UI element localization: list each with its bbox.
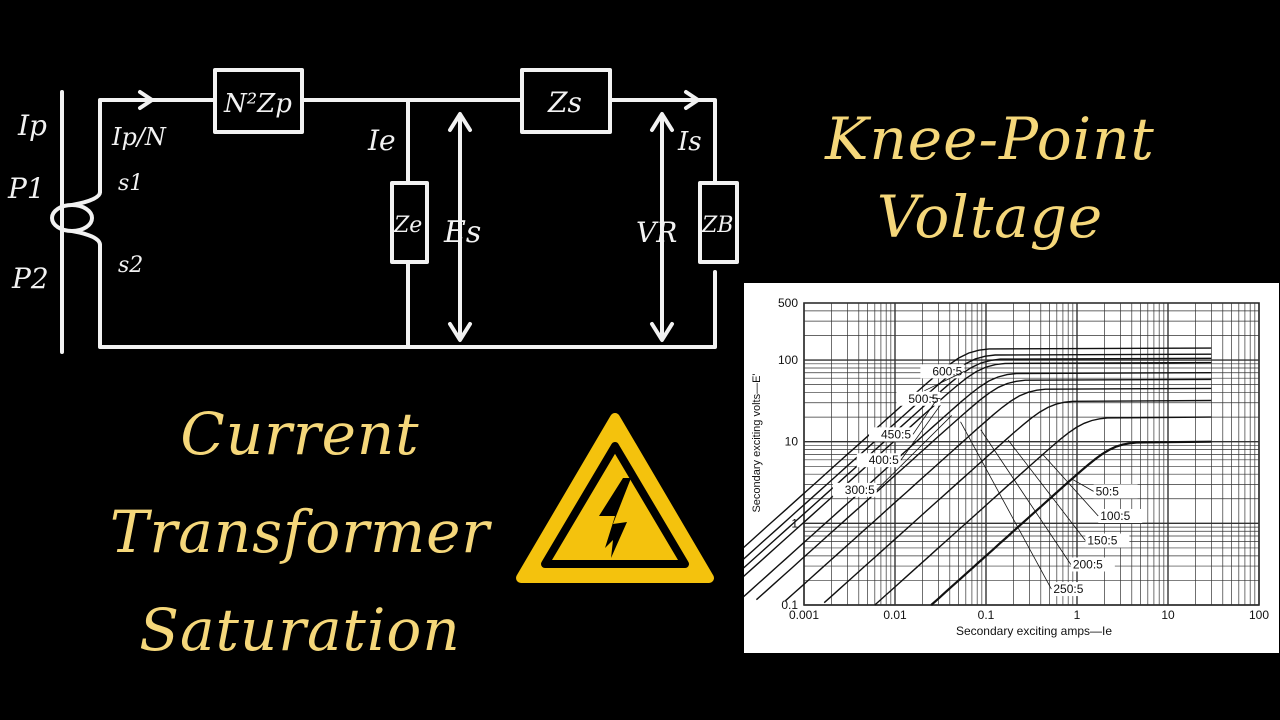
curve-label-bg (1085, 533, 1130, 548)
ct-saturation-title: Current Transformer Saturation (90, 385, 510, 679)
curve-label-bg (832, 482, 877, 497)
vr-arrow (650, 112, 674, 342)
curve-label-bg (869, 427, 914, 442)
zs-label: Zs (547, 86, 582, 119)
wire-top-left (98, 98, 217, 194)
chart-x-axis-label: Secondary exciting amps—Ie (956, 624, 1112, 638)
ct-coil (50, 190, 102, 247)
curve-label-leader (930, 396, 941, 400)
y-tick-label: 0.1 (781, 598, 798, 612)
y-tick-label: 100 (778, 353, 798, 367)
curve-label-leader (876, 415, 952, 491)
ze-impedance (390, 181, 429, 264)
curve-label-100-5: 100:5 (1100, 509, 1130, 523)
x-tick-label: 1 (1074, 608, 1081, 622)
wire-top-right (608, 98, 717, 185)
curve-150-5 (823, 399, 1212, 604)
curve-label-leader (1007, 439, 1086, 541)
is-arrow (658, 90, 700, 110)
p2-label: P2 (11, 262, 49, 295)
curve-label-bg (1093, 484, 1138, 499)
ct-title-line1: Current (180, 400, 420, 468)
ip-arrow (110, 90, 154, 110)
p1-label: P1 (7, 172, 45, 205)
high-voltage-warning-icon (516, 413, 714, 583)
s1-label: s1 (118, 171, 143, 196)
knee-point-title: Knee-Point Voltage (790, 100, 1190, 256)
curve-label-leader (924, 370, 965, 392)
curve-label-bg (920, 364, 965, 379)
zs-impedance (520, 68, 612, 134)
ie-label: Ie (367, 124, 396, 157)
curve-label-bg (856, 453, 901, 468)
curve-label-leader (980, 429, 1072, 565)
zb-label: ZB (701, 213, 733, 238)
y-tick-label: 1 (791, 516, 798, 530)
curve-label-leader (912, 400, 937, 435)
knee-title-line2: Voltage (876, 183, 1104, 251)
knee-title-line1: Knee-Point (825, 105, 1155, 173)
ct-title-line2: Transformer (109, 498, 491, 566)
curve-label-leader (900, 404, 941, 461)
zb-impedance (698, 181, 739, 264)
chart-y-axis-label: Secondary exciting volts—E' (751, 373, 763, 512)
chart-svg: 600:5500:5450:5400:5300:5250:5200:5150:5… (685, 296, 1269, 638)
es-label: Es (443, 215, 481, 250)
ze-label: Ze (393, 213, 422, 238)
curve-label-200-5: 200:5 (1073, 557, 1103, 571)
curve-50-5 (930, 440, 1212, 606)
curve-label-600-5: 600:5 (932, 364, 962, 378)
curve-label-500-5: 500:5 (908, 392, 938, 406)
x-tick-label: 0.1 (978, 608, 995, 622)
curve-300-5 (739, 372, 1212, 601)
curve-label-leader (960, 421, 1052, 590)
curve-label-300-5: 300:5 (845, 483, 875, 497)
curve-label-400-5: 400:5 (869, 453, 899, 467)
y-tick-label: 10 (785, 435, 799, 449)
curve-label-250-5: 250:5 (1053, 582, 1083, 596)
curve-100-5 (874, 416, 1212, 606)
es-arrow (448, 112, 472, 342)
curve-200-5 (784, 387, 1212, 602)
x-tick-label: 0.001 (789, 608, 819, 622)
ip-over-n-label: Ip/N (111, 123, 167, 151)
curve-label-leader (1071, 478, 1094, 492)
curve-label-leader (1042, 454, 1099, 517)
x-tick-label: 100 (1249, 608, 1269, 622)
ip-label: Ip (17, 109, 47, 142)
circuit-diagram: Ip P1 P2 Ip/N s1 s2 N²Zp Zs Ie Ze Es Is … (7, 68, 739, 354)
y-tick-label: 500 (778, 296, 798, 310)
curve-label-bg (1070, 557, 1115, 572)
curve-label-50-5: 50:5 (1096, 484, 1120, 498)
is-label: Is (677, 127, 702, 157)
curve-250-5 (755, 378, 1212, 601)
curve-label-150-5: 150:5 (1087, 534, 1117, 548)
curve-label-bg (896, 391, 941, 406)
ct-title-line3: Saturation (139, 596, 461, 664)
x-tick-label: 10 (1161, 608, 1175, 622)
vr-label: VR (636, 216, 677, 249)
n2zp-label: N²Zp (223, 89, 292, 119)
curve-label-bg (1098, 508, 1143, 523)
s2-label: s2 (118, 253, 143, 278)
n2zp-impedance (213, 68, 304, 134)
curve-label-450-5: 450:5 (881, 427, 911, 441)
curve-label-bg (1051, 582, 1096, 597)
x-tick-label: 0.01 (883, 608, 907, 622)
